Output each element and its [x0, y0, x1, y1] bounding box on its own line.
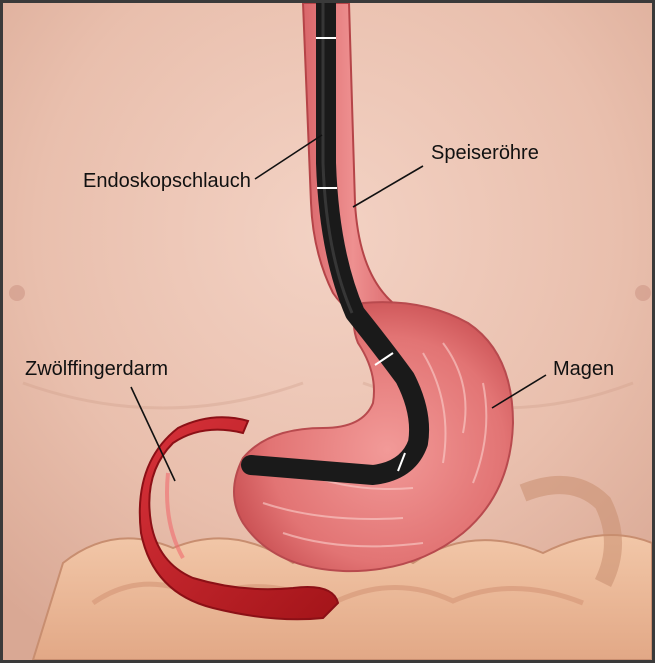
nipple-right: [635, 285, 651, 301]
nipple-left: [9, 285, 25, 301]
label-duodenum: Zwölffingerdarm: [25, 359, 168, 379]
label-endoscope: Endoskopschlauch: [83, 171, 251, 191]
label-stomach: Magen: [553, 359, 614, 379]
label-esophagus: Speiseröhre: [431, 143, 539, 163]
anatomy-drawing: [3, 3, 652, 660]
